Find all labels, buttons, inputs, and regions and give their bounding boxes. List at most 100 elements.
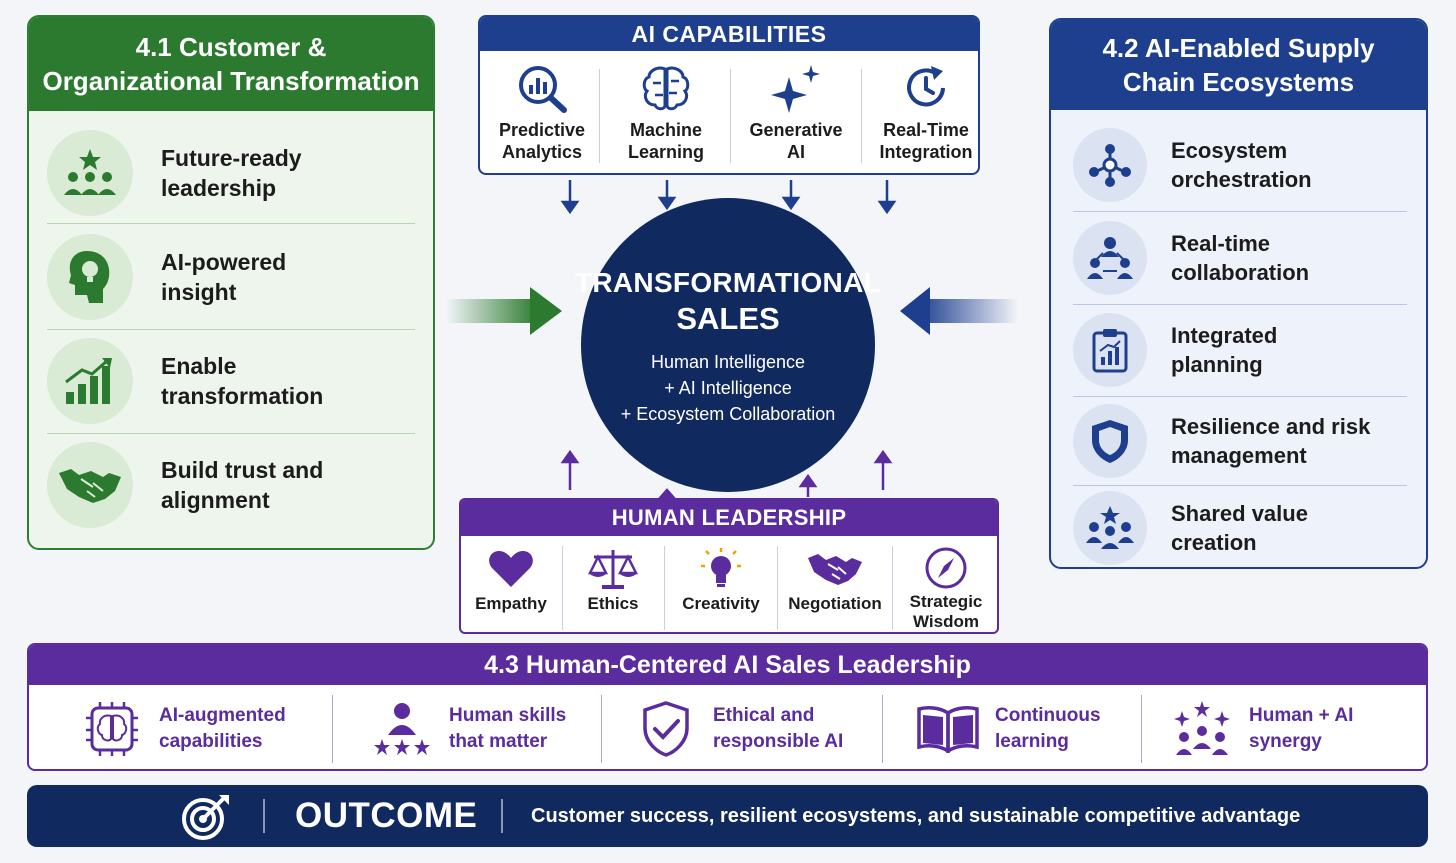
up-arrows-icon — [560, 449, 893, 500]
network-nodes-icon — [1073, 128, 1147, 202]
clipboard-chart-icon — [1073, 313, 1147, 387]
list-item-ecosystem-orchestration: Ecosystem orchestration — [1073, 120, 1407, 210]
feature-human-skills: Human skills that matter — [367, 691, 566, 767]
divider — [892, 546, 893, 630]
list-item-ai-powered-insight: AI-powered insight — [47, 225, 415, 329]
list-item-enable-transformation: Enable transformation — [47, 329, 415, 433]
core-line2: + AI Intelligence — [664, 378, 792, 398]
feature-label: Human skills that matter — [449, 705, 567, 752]
panel-43-title: 4.3 Human-Centered AI Sales Leadership — [29, 645, 1426, 685]
compass-icon — [924, 544, 968, 592]
leadership-empathy: Empathy — [461, 544, 561, 632]
growth-chart-icon — [47, 338, 133, 424]
shield-icon — [1073, 404, 1147, 478]
leadership-label: Empathy — [475, 594, 547, 613]
capability-label: Generative AI — [749, 120, 843, 162]
divider — [263, 799, 265, 833]
brain-icon — [641, 57, 691, 119]
panel-41-header: 4.1 Customer & Organizational Transforma… — [29, 17, 433, 111]
person-stars-icon — [367, 694, 437, 764]
divider — [601, 695, 602, 763]
list-item-future-ready-leadership: Future-ready leadership — [47, 121, 415, 225]
customer-transformation-panel: 4.1 Customer & Organizational Transforma… — [27, 15, 435, 550]
core-title-line2: SALES — [676, 301, 780, 336]
feature-label: AI-augmented capabilities — [159, 705, 286, 752]
outcome-bar: OUTCOME Customer success, resilient ecos… — [27, 785, 1428, 847]
panel-41-title-line1: 4.1 Customer & — [135, 32, 327, 62]
human-leadership-title: HUMAN LEADERSHIP — [461, 500, 997, 536]
divider — [47, 223, 415, 224]
panel-41-title-line2: Organizational Transformation — [42, 66, 420, 96]
list-item-shared-value: Shared value creation — [1073, 483, 1407, 567]
capability-predictive-analytics: Predictive Analytics — [480, 57, 604, 169]
divider — [562, 546, 563, 630]
down-arrows-icon — [560, 180, 897, 215]
leadership-ethics: Ethics — [563, 544, 663, 632]
capability-label: Real-Time Integration — [879, 120, 973, 162]
feature-ethical-ai: Ethical and responsible AI — [631, 691, 843, 767]
capability-machine-learning: Machine Learning — [604, 57, 728, 169]
human-leadership-box: HUMAN LEADERSHIP Empathy Ethics — [459, 498, 999, 634]
list-item-label: Enable transformation — [161, 353, 324, 409]
list-item-build-trust: Build trust and alignment — [47, 433, 415, 537]
list-item-label: AI-powered insight — [161, 249, 287, 305]
divider — [861, 69, 862, 163]
list-item-label: Real-time collaboration — [1171, 231, 1310, 285]
chip-brain-icon — [77, 694, 147, 764]
blue-arrow-icon — [900, 287, 1018, 335]
divider — [332, 695, 333, 763]
list-item-label: Shared value creation — [1171, 501, 1308, 555]
capability-label: Predictive Analytics — [498, 120, 586, 162]
leadership-label: Negotiation — [788, 594, 882, 613]
list-item-real-time-collaboration: Real-time collaboration — [1073, 213, 1407, 303]
leadership-negotiation: Negotiation — [778, 544, 892, 632]
head-bulb-icon — [47, 234, 133, 320]
divider — [47, 329, 415, 330]
core-line3: + Ecosystem Collaboration — [620, 404, 836, 424]
divider — [1073, 304, 1407, 305]
list-item-label: Build trust and alignment — [161, 457, 324, 513]
group-star-icon — [1073, 491, 1147, 565]
core-title-line1: TRANSFORMATIONAL — [574, 267, 882, 298]
leadership-label: Ethics — [587, 594, 639, 613]
divider — [664, 546, 665, 630]
people-network-icon — [1073, 221, 1147, 295]
transformational-sales-core: TRANSFORMATIONAL SALES Human Intelligenc… — [575, 198, 881, 492]
ai-capabilities-box: AI CAPABILITIES Predictive Analytics Mac… — [478, 15, 980, 175]
feature-human-ai-synergy: Human + AI synergy — [1167, 691, 1353, 767]
leadership-creativity: Creativity — [665, 544, 777, 632]
team-sparkles-icon — [1167, 694, 1237, 764]
leadership-strategic-wisdom: Strategic Wisdom — [893, 544, 997, 632]
supply-chain-panel: 4.2 AI-Enabled Supply Chain Ecosystems E… — [1049, 18, 1428, 569]
handshake-icon — [806, 544, 864, 594]
panel-42-title-line1: 4.2 AI-Enabled Supply — [1102, 33, 1375, 63]
divider — [501, 799, 503, 833]
divider — [47, 433, 415, 434]
leadership-label: Strategic Wisdom — [909, 592, 983, 631]
lightbulb-icon — [699, 544, 743, 594]
list-item-integrated-planning: Integrated planning — [1073, 305, 1407, 395]
feature-continuous-learning: Continuous learning — [913, 691, 1101, 767]
open-book-icon — [913, 694, 983, 764]
panel-42-title-line2: Chain Ecosystems — [1122, 67, 1355, 97]
list-item-label: Ecosystem orchestration — [1171, 138, 1312, 192]
handshake-icon — [47, 442, 133, 528]
capability-generative-ai: Generative AI — [734, 57, 858, 169]
team-star-icon — [47, 130, 133, 216]
human-centered-leadership-panel: 4.3 Human-Centered AI Sales Leadership A… — [27, 643, 1428, 771]
sparkles-icon — [769, 57, 823, 119]
divider — [730, 69, 731, 163]
divider — [599, 69, 600, 163]
leadership-label: Creativity — [682, 594, 760, 613]
divider — [1073, 211, 1407, 212]
divider — [1141, 695, 1142, 763]
feature-label: Continuous learning — [995, 705, 1101, 752]
shield-check-icon — [631, 694, 701, 764]
divider — [882, 695, 883, 763]
outcome-text: Customer success, resilient ecosystems, … — [531, 805, 1301, 827]
analytics-magnifier-icon — [516, 57, 568, 119]
feature-label: Ethical and responsible AI — [713, 705, 844, 752]
divider — [777, 546, 778, 630]
green-arrow-icon — [446, 287, 562, 335]
